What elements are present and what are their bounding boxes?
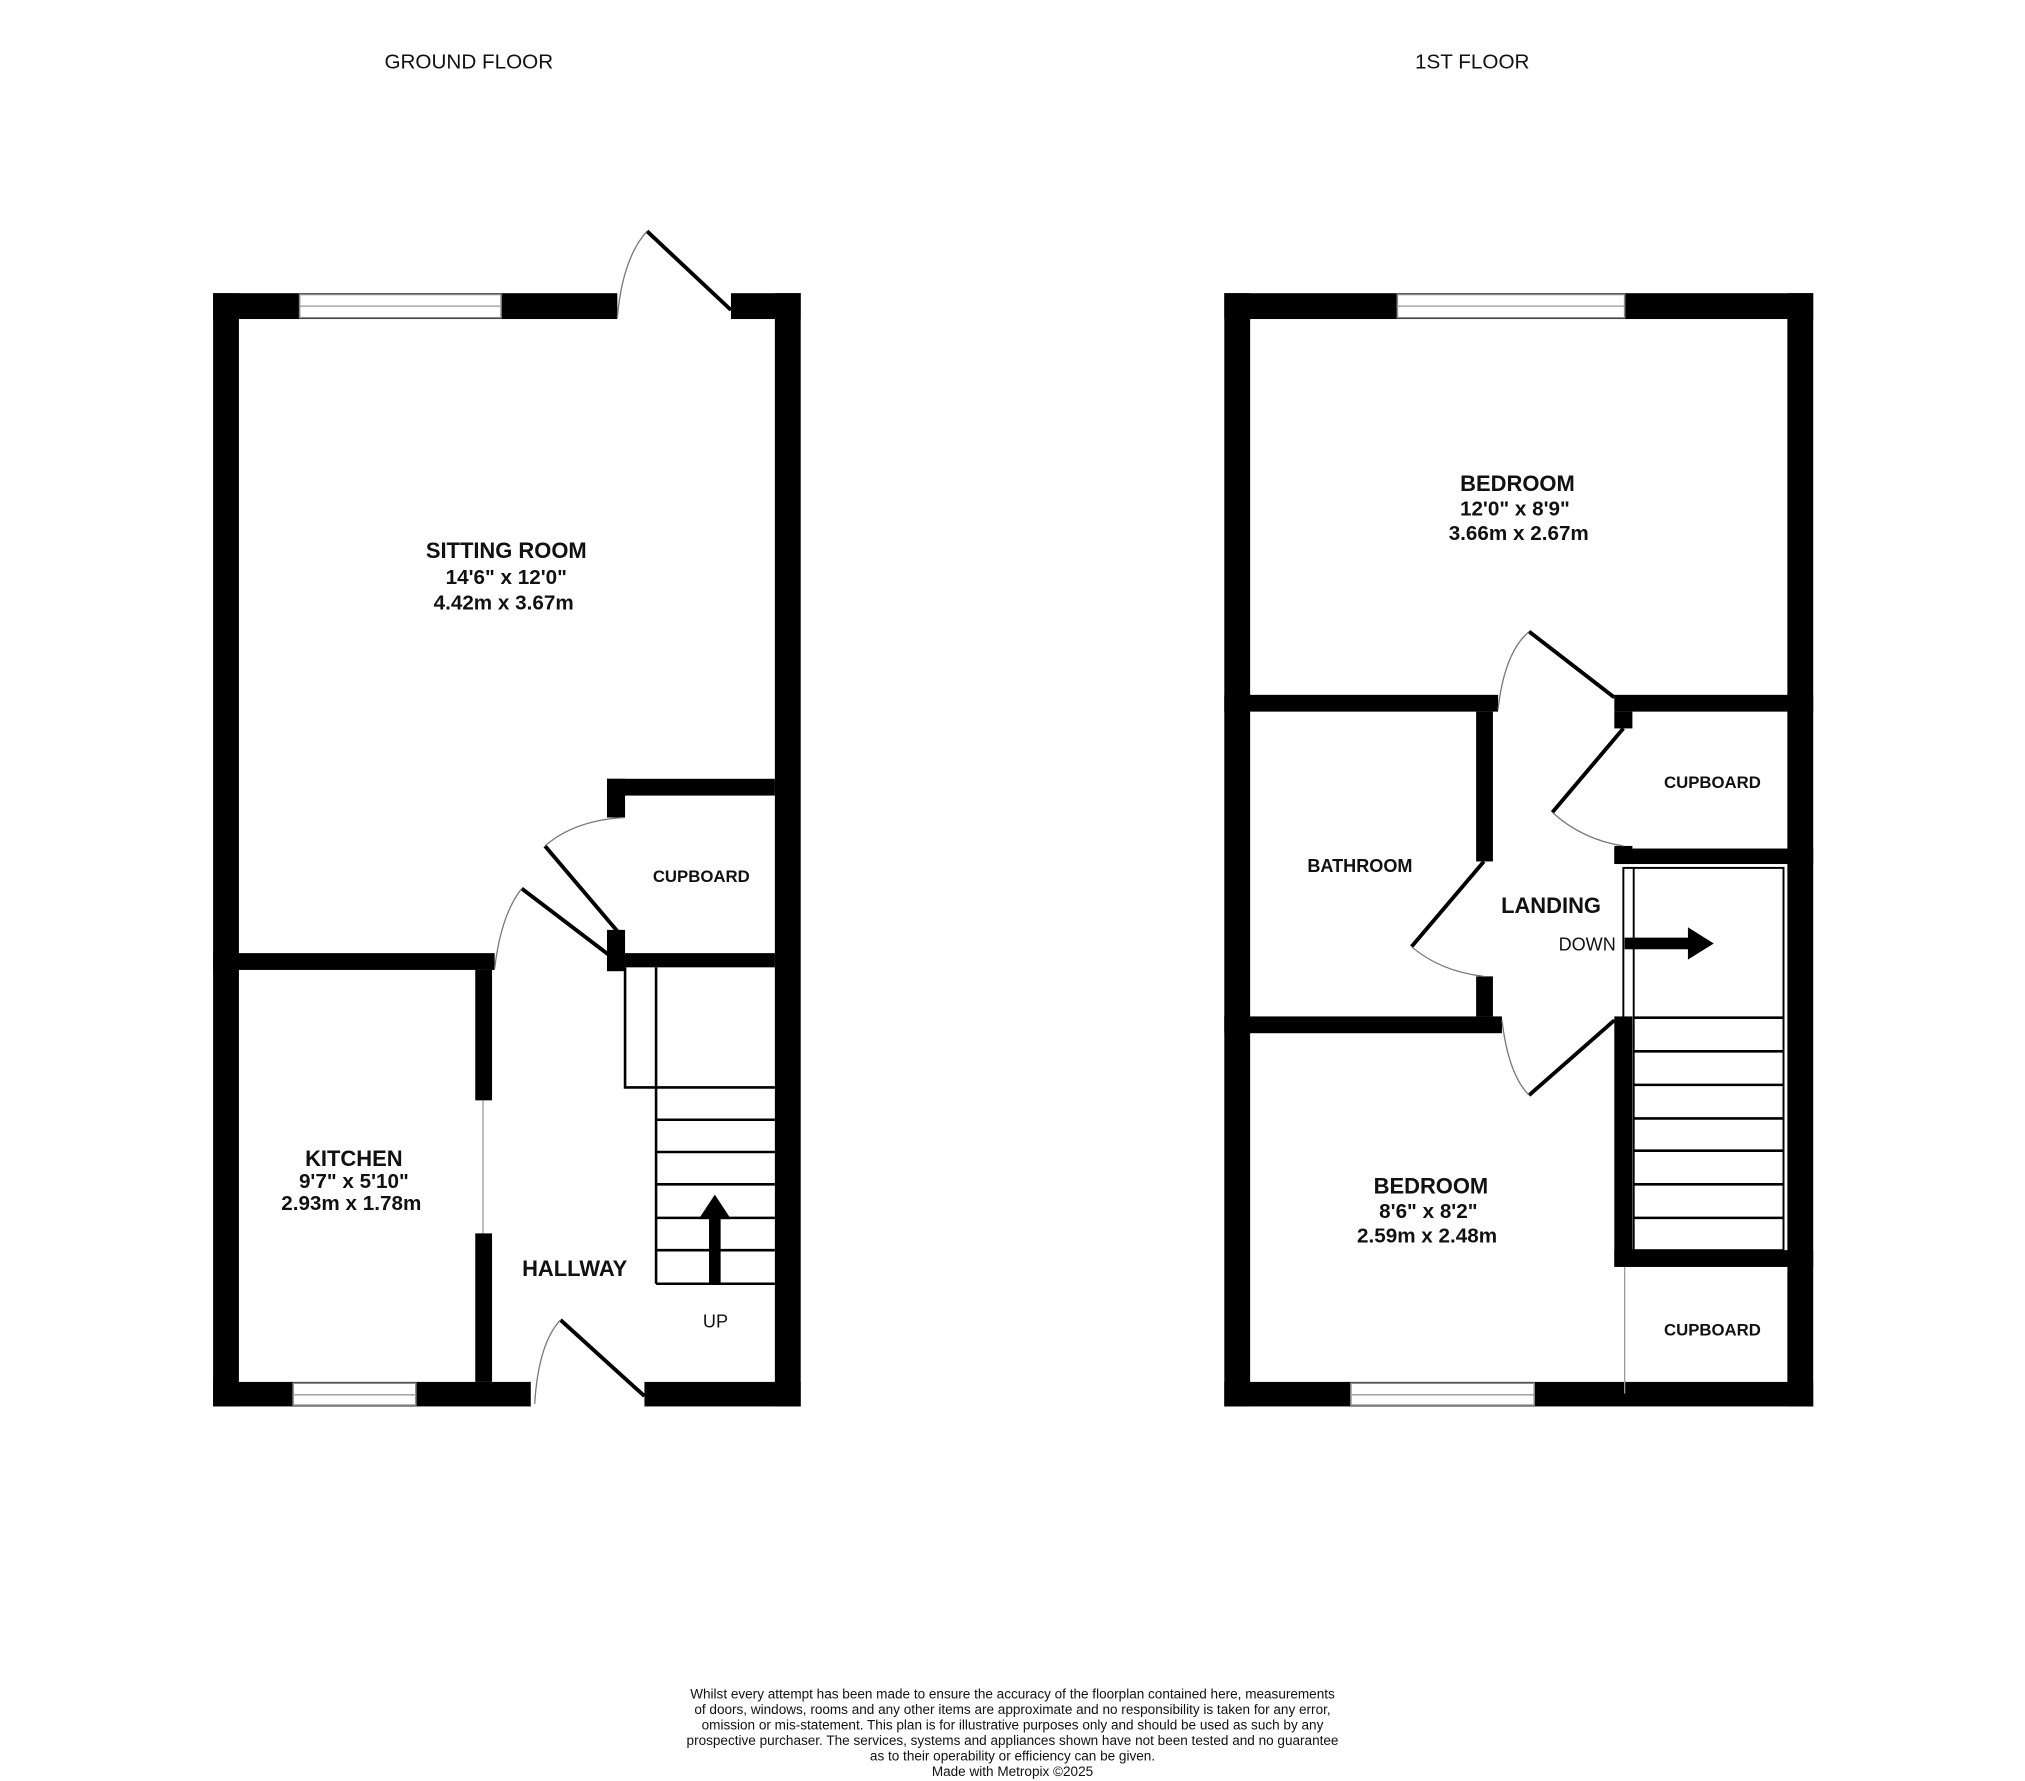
- wall: [1614, 694, 1814, 712]
- wall: [625, 953, 775, 968]
- arrow-right-icon: [1624, 937, 1690, 950]
- room-landing: LANDING: [1501, 893, 1601, 918]
- disclaimer: Whilst every attempt has been made to en…: [687, 1686, 1339, 1778]
- wall: [1476, 711, 1493, 862]
- wall: [644, 1381, 801, 1407]
- room-bedroom-1: BEDROOM 12'0" x 8'9" 3.66m x 2.67m: [1449, 471, 1589, 545]
- wall: [1224, 1016, 1502, 1034]
- wall: [774, 293, 801, 1407]
- svg-text:3.66m x 2.67m: 3.66m x 2.67m: [1449, 522, 1589, 545]
- svg-text:BEDROOM: BEDROOM: [1460, 471, 1575, 496]
- stairs-down-label: DOWN: [1559, 935, 1616, 955]
- svg-text:SITTING ROOM: SITTING ROOM: [426, 538, 587, 563]
- staircase-up: [623, 967, 775, 1286]
- svg-text:2.93m x 1.78m: 2.93m x 1.78m: [281, 1192, 421, 1215]
- room-cupboard-1: CUPBOARD: [1664, 773, 1761, 792]
- wall: [1224, 694, 1499, 712]
- svg-text:14'6" x 12'0": 14'6" x 12'0": [446, 566, 567, 589]
- credit: Made with Metropix ©2025: [932, 1764, 1093, 1779]
- room-bathroom: BATHROOM: [1307, 856, 1412, 876]
- wall: [1614, 711, 1633, 729]
- room-sitting-room: SITTING ROOM 14'6" x 12'0" 4.42m x 3.67m: [426, 538, 587, 615]
- room-kitchen: KITCHEN 9'7" x 5'10" 2.93m x 1.78m: [281, 1146, 421, 1215]
- svg-text:omission or mis-statement. Thi: omission or mis-statement. This plan is …: [702, 1717, 1324, 1732]
- door-hallway-sitting-room: [493, 887, 610, 969]
- svg-text:2.59m x 2.48m: 2.59m x 2.48m: [1357, 1224, 1497, 1247]
- svg-text:8'6" x 8'2": 8'6" x 8'2": [1379, 1200, 1477, 1223]
- door-sitting-room-external: [616, 229, 733, 318]
- wall: [1224, 293, 1251, 1407]
- first-floor-title: 1ST FLOOR: [1415, 50, 1529, 73]
- first-floor-plan: 1ST FLOOR: [1224, 50, 1814, 1407]
- ground-floor-title: GROUND FLOOR: [384, 50, 553, 73]
- wall: [475, 1233, 493, 1382]
- door-bedroom-2: [1501, 1018, 1616, 1097]
- svg-text:Whilst every attempt has been: Whilst every attempt has been made to en…: [690, 1686, 1335, 1701]
- door-bedroom-1: [1497, 630, 1616, 710]
- svg-text:12'0" x 8'9": 12'0" x 8'9": [1460, 497, 1570, 520]
- wall: [475, 969, 493, 1101]
- room-cupboard-2: CUPBOARD: [1664, 1320, 1761, 1339]
- room-bedroom-2: BEDROOM 8'6" x 8'2" 2.59m x 2.48m: [1357, 1173, 1497, 1247]
- wall: [213, 953, 495, 970]
- svg-text:prospective purchaser. The ser: prospective purchaser. The services, sys…: [687, 1733, 1339, 1748]
- window: [292, 1382, 417, 1406]
- svg-text:as to their operability or eff: as to their operability or efficiency ca…: [870, 1748, 1155, 1763]
- staircase-down: [1622, 866, 1785, 1252]
- wall: [1614, 848, 1814, 865]
- ground-floor-plan: GROUND FLOOR: [213, 50, 801, 1407]
- arrow-up-icon: [709, 1217, 721, 1284]
- svg-text:of doors, windows, rooms and a: of doors, windows, rooms and any other i…: [694, 1702, 1330, 1717]
- window: [1350, 1382, 1536, 1406]
- wall: [606, 929, 626, 972]
- door-cupboard: [543, 816, 626, 933]
- door-front: [534, 1318, 646, 1404]
- room-hallway: HALLWAY: [522, 1256, 628, 1281]
- svg-text:9'7" x 5'10": 9'7" x 5'10": [299, 1170, 409, 1193]
- svg-text:KITCHEN: KITCHEN: [305, 1146, 403, 1171]
- svg-text:BEDROOM: BEDROOM: [1374, 1173, 1489, 1198]
- door-cupboard-1: [1550, 727, 1625, 847]
- wall: [606, 778, 626, 818]
- stairs-up-label: UP: [703, 1312, 728, 1332]
- wall: [1614, 1250, 1814, 1267]
- wall: [606, 778, 775, 796]
- wall: [1476, 976, 1493, 1017]
- room-cupboard: CUPBOARD: [653, 867, 750, 886]
- svg-text:4.42m x 3.67m: 4.42m x 3.67m: [434, 592, 574, 615]
- door-bathroom: [1410, 860, 1486, 978]
- wall: [213, 293, 239, 1407]
